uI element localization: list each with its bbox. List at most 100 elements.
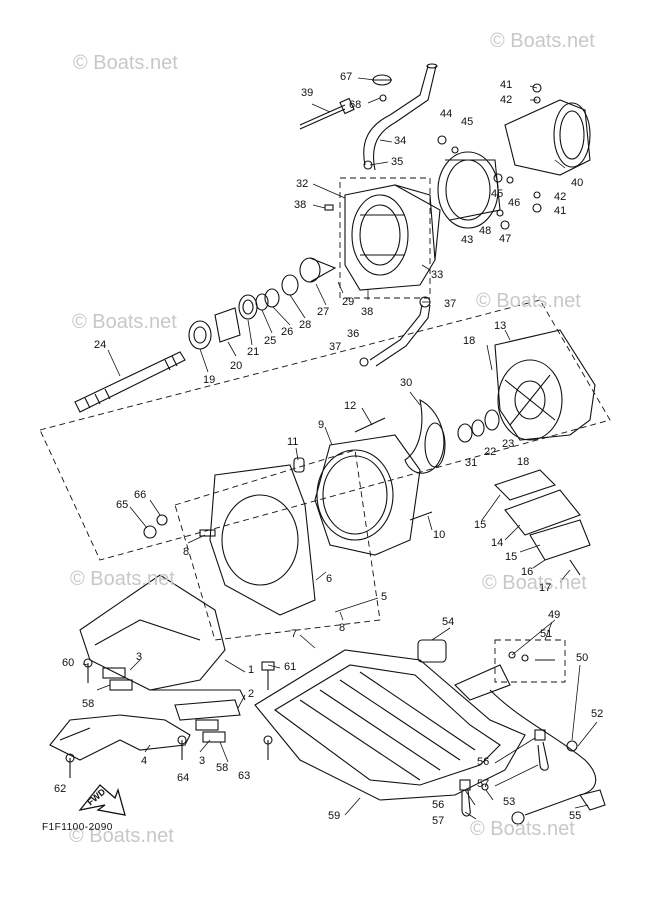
water-hose-part: [363, 63, 438, 171]
dashed-group-outlines: [39, 177, 611, 683]
callout-6: 6: [326, 573, 333, 585]
callout-15a: 15: [474, 519, 487, 531]
intake-duct-part: [199, 464, 316, 616]
callout-11: 11: [287, 436, 299, 448]
jet-housing-part: [344, 184, 441, 291]
callout-40: 40: [571, 177, 584, 189]
washer-66: [156, 514, 168, 526]
grommet-55: [579, 789, 606, 811]
callout-41a: 41: [500, 79, 513, 91]
bolt-12: [354, 417, 386, 433]
pump-housing-part: [494, 329, 596, 441]
callout-17: 17: [539, 582, 552, 594]
callout-38a: 38: [294, 199, 307, 211]
callout-45a: 45: [461, 116, 474, 128]
callout-36: 36: [347, 328, 360, 340]
watermark-top-left: © Boats.net: [73, 52, 178, 74]
callout-63: 63: [238, 770, 251, 782]
duct-cover-part: [79, 574, 246, 701]
nut-65: [143, 525, 157, 539]
callout-14: 14: [491, 537, 504, 549]
callout-68: 68: [349, 99, 362, 111]
callout-44: 44: [440, 108, 453, 120]
callout-67: 67: [340, 71, 353, 83]
watermark-bottom-right: © Boats.net: [470, 818, 575, 840]
callout-42a: 42: [500, 94, 513, 106]
callout-58a: 58: [82, 698, 95, 710]
drawing-code: F1F1100-2090: [42, 822, 113, 833]
callout-15b: 15: [505, 551, 518, 563]
fwd-arrow-icon: [78, 784, 126, 816]
callout-3a: 3: [136, 651, 143, 663]
spacer-plate-2: [174, 699, 241, 721]
callout-39: 39: [301, 87, 314, 99]
callout-52: 52: [591, 708, 604, 720]
callout-50: 50: [576, 652, 589, 664]
callout-64: 64: [177, 772, 190, 784]
rubber-pads: [102, 667, 226, 743]
watermark-mid-right: © Boats.net: [476, 290, 581, 312]
callout-35: 35: [391, 156, 404, 168]
callout-46: 46: [508, 197, 521, 209]
callout-28: 28: [299, 319, 312, 331]
callout-47: 47: [499, 233, 512, 245]
callout-27: 27: [317, 306, 330, 318]
callout-19: 19: [203, 374, 216, 386]
callout-21: 21: [247, 346, 260, 358]
long-bolt-part: [299, 97, 355, 130]
bearing-parts: [188, 293, 269, 350]
watermark-lower-left: © Boats.net: [70, 568, 175, 590]
callout-58b: 58: [216, 762, 229, 774]
callout-24: 24: [94, 339, 107, 351]
callout-57a: 57: [477, 778, 490, 790]
callout-54: 54: [442, 616, 455, 628]
o-ring-part: [281, 274, 299, 296]
callout-10: 10: [433, 529, 446, 541]
callout-41b: 41: [554, 205, 567, 217]
callout-20: 20: [230, 360, 243, 372]
callout-8a: 8: [183, 546, 190, 558]
impeller-rings: [457, 409, 500, 443]
callout-32: 32: [296, 178, 309, 190]
nozzle-ring-part: [437, 151, 501, 229]
tail-cone-part: [299, 257, 337, 283]
bolt-10: [409, 511, 433, 521]
washer-part: [379, 94, 387, 102]
watermark-bottom-left: © Boats.net: [69, 825, 174, 847]
callout-34: 34: [394, 135, 407, 147]
ride-plate-part: [254, 649, 526, 801]
callout-4: 4: [141, 755, 148, 767]
callout-53: 53: [503, 796, 516, 808]
callout-38b: 38: [361, 306, 374, 318]
callout-61: 61: [284, 661, 297, 673]
speed-sensor-part: [454, 651, 597, 825]
ring-part: [264, 288, 280, 308]
callout-26: 26: [281, 326, 294, 338]
callout-33: 33: [431, 269, 444, 281]
callout-60: 60: [62, 657, 75, 669]
callout-30: 30: [400, 377, 413, 389]
callout-23: 23: [502, 438, 515, 450]
intake-group-outline: [174, 449, 381, 641]
impeller-group-outline: [39, 299, 611, 561]
callout-31: 31: [465, 457, 478, 469]
callout-16: 16: [521, 566, 534, 578]
callout-7: 7: [291, 628, 298, 640]
callout-66: 66: [134, 489, 147, 501]
callout-29: 29: [342, 296, 355, 308]
spacer-11: [293, 457, 305, 473]
callout-43: 43: [461, 234, 474, 246]
callout-3b: 3: [199, 755, 206, 767]
callout-56a: 56: [477, 756, 490, 768]
clip-part-54: [417, 639, 447, 663]
bolts-lower-left: [65, 658, 275, 778]
callout-49: 49: [548, 609, 561, 621]
callout-37b: 37: [329, 341, 342, 353]
callout-62: 62: [54, 783, 67, 795]
leader-lines: [82, 77, 598, 820]
callout-13: 13: [494, 320, 507, 332]
callout-57b: 57: [432, 815, 445, 827]
callout-18a: 18: [463, 335, 476, 347]
